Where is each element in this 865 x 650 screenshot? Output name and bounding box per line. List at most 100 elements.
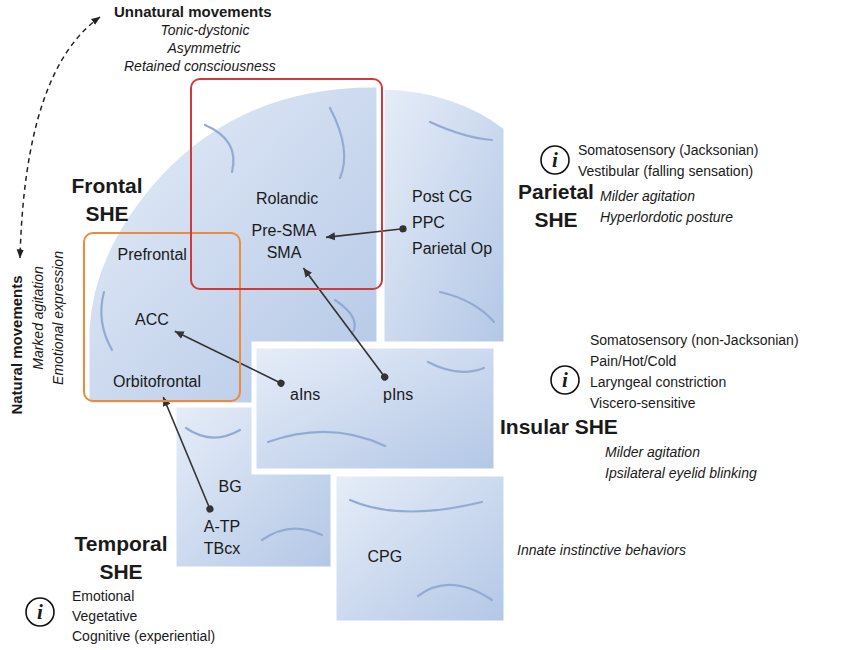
text-slot: Vegetative bbox=[72, 607, 137, 625]
region-node: pIns bbox=[379, 382, 417, 408]
text-slot: Innate instinctive behaviors bbox=[517, 541, 686, 559]
text-slot: Asymmetric bbox=[168, 39, 241, 57]
text-slot: Rolandic bbox=[256, 188, 318, 210]
text-slot: Somatosensory (Jacksonian) bbox=[578, 141, 759, 159]
section-heading: Temporal SHE bbox=[66, 530, 176, 586]
region-label: pIns bbox=[383, 384, 413, 406]
text-slot: Milder agitation bbox=[605, 443, 700, 461]
annotation: Unnatural movements bbox=[114, 3, 272, 21]
region-node: ACC bbox=[131, 307, 173, 333]
brain-image bbox=[175, 406, 332, 568]
sulcus-line bbox=[430, 122, 492, 140]
region-node: Orbitofrontal bbox=[109, 369, 205, 395]
annotation: Marked agitation bbox=[29, 266, 47, 370]
text-slot: Emotional bbox=[72, 587, 134, 605]
sulcus-line bbox=[418, 585, 492, 600]
region-label: Pre-SMA SMA bbox=[248, 220, 320, 264]
brain-panel: Insular SHEaInspIns bbox=[255, 347, 495, 470]
annotation: Innate instinctive behaviors bbox=[517, 541, 686, 559]
section-heading: Insular SHE bbox=[500, 413, 618, 441]
sulcus-line bbox=[101, 292, 112, 350]
annotation: Cognitive (experiential) bbox=[72, 627, 215, 645]
text-slot: Somatosensory (non-Jacksonian) bbox=[590, 331, 799, 349]
info-icon-letter: i bbox=[562, 369, 568, 391]
text-slot: Vestibular (falling sensation) bbox=[578, 162, 753, 180]
sulcus-line bbox=[205, 125, 233, 172]
region-label: CPG bbox=[368, 546, 403, 568]
text-slot: i bbox=[562, 369, 568, 391]
region-label: aIns bbox=[290, 384, 320, 406]
brain-panel: CPG bbox=[335, 475, 505, 622]
info-icon-letter: i bbox=[552, 149, 558, 171]
text-slot: Viscero-sensitive bbox=[590, 394, 696, 412]
sulcus-line bbox=[350, 500, 482, 512]
sulcus-line bbox=[330, 108, 344, 178]
region-node: A-TP TBcx bbox=[194, 514, 250, 562]
brain-section bbox=[335, 475, 505, 622]
section-heading: Parietal SHE bbox=[515, 178, 597, 234]
region-label: Rolandic bbox=[256, 188, 318, 210]
text-slot: CPG bbox=[368, 546, 403, 568]
annotation: Emotional bbox=[72, 587, 134, 605]
region-label: A-TP TBcx bbox=[198, 516, 246, 560]
annotation: Somatosensory (non-Jacksonian) bbox=[590, 331, 799, 349]
region-node: aIns bbox=[286, 382, 324, 408]
annotation: Laryngeal constriction bbox=[590, 373, 726, 391]
brain-image bbox=[335, 475, 505, 622]
brain-section bbox=[175, 406, 332, 568]
info-icon bbox=[541, 146, 569, 174]
annotation: Milder agitation bbox=[600, 187, 695, 205]
region-node: BG bbox=[215, 474, 246, 500]
text-slot: Unnatural movements bbox=[114, 3, 272, 21]
text-slot: Temporal SHE bbox=[66, 530, 176, 586]
region-label: Orbitofrontal bbox=[113, 371, 201, 393]
sulcus-line bbox=[186, 428, 240, 438]
annotation: Hyperlordotic posture bbox=[600, 208, 733, 226]
brain-image bbox=[88, 84, 378, 404]
annotation: Vegetative bbox=[72, 607, 137, 625]
region-label: BG bbox=[219, 476, 242, 498]
annotation: Emotional expression bbox=[49, 251, 67, 385]
annotation: Ipsilateral eyelid blinking bbox=[605, 464, 757, 482]
annotation: Asymmetric bbox=[168, 39, 241, 57]
brain-section bbox=[383, 88, 505, 343]
region-label: ACC bbox=[135, 309, 169, 331]
brain-image bbox=[255, 347, 495, 470]
text-slot: i bbox=[37, 601, 43, 623]
annotation: Viscero-sensitive bbox=[590, 394, 696, 412]
annotation: Natural movements bbox=[7, 275, 25, 414]
text-slot: Ipsilateral eyelid blinking bbox=[605, 464, 757, 482]
text-slot: Insular SHE bbox=[500, 413, 618, 441]
text-slot: Pain/Hot/Cold bbox=[590, 352, 676, 370]
annotation: Retained consciousness bbox=[124, 57, 276, 75]
brain-section bbox=[255, 347, 495, 470]
sulcus-line bbox=[335, 300, 355, 334]
region-label: Post CG PPC Parietal Op bbox=[412, 184, 498, 262]
annotation: Milder agitation bbox=[605, 443, 700, 461]
text-slot: Laryngeal constriction bbox=[590, 373, 726, 391]
text-slot: Prefrontal bbox=[118, 244, 187, 266]
brain-panel: Frontal SHEPrefrontalACCOrbitofrontalRol… bbox=[88, 84, 378, 404]
info-icon bbox=[551, 366, 579, 394]
text-slot: Frontal SHE bbox=[62, 172, 152, 228]
region-box: RolandicPre-SMA SMA bbox=[190, 78, 383, 290]
text-slot: Cognitive (experiential) bbox=[72, 627, 215, 645]
sulcus-line bbox=[440, 292, 494, 322]
brain-panel: Parietal SHEPost CG PPC Parietal Op bbox=[383, 86, 505, 343]
annotation: Vestibular (falling sensation) bbox=[578, 162, 753, 180]
section-heading: Frontal SHE bbox=[62, 172, 152, 228]
region-box: PrefrontalACC Orbitofrontal bbox=[83, 232, 241, 402]
sulcus-line bbox=[268, 432, 385, 446]
text-slot: Milder agitation bbox=[600, 187, 695, 205]
text-slot: Parietal SHE bbox=[515, 178, 597, 234]
region-label: Prefrontal bbox=[118, 244, 187, 266]
annotation: Pain/Hot/Cold bbox=[590, 352, 676, 370]
text-slot: Tonic-dystonic bbox=[161, 21, 250, 39]
region-node: Post CG PPC Parietal Op bbox=[408, 182, 502, 264]
sulcus-line bbox=[262, 529, 322, 540]
info-icon bbox=[26, 598, 54, 626]
info-icon-letter: i bbox=[37, 601, 43, 623]
text-slot: i bbox=[552, 149, 558, 171]
